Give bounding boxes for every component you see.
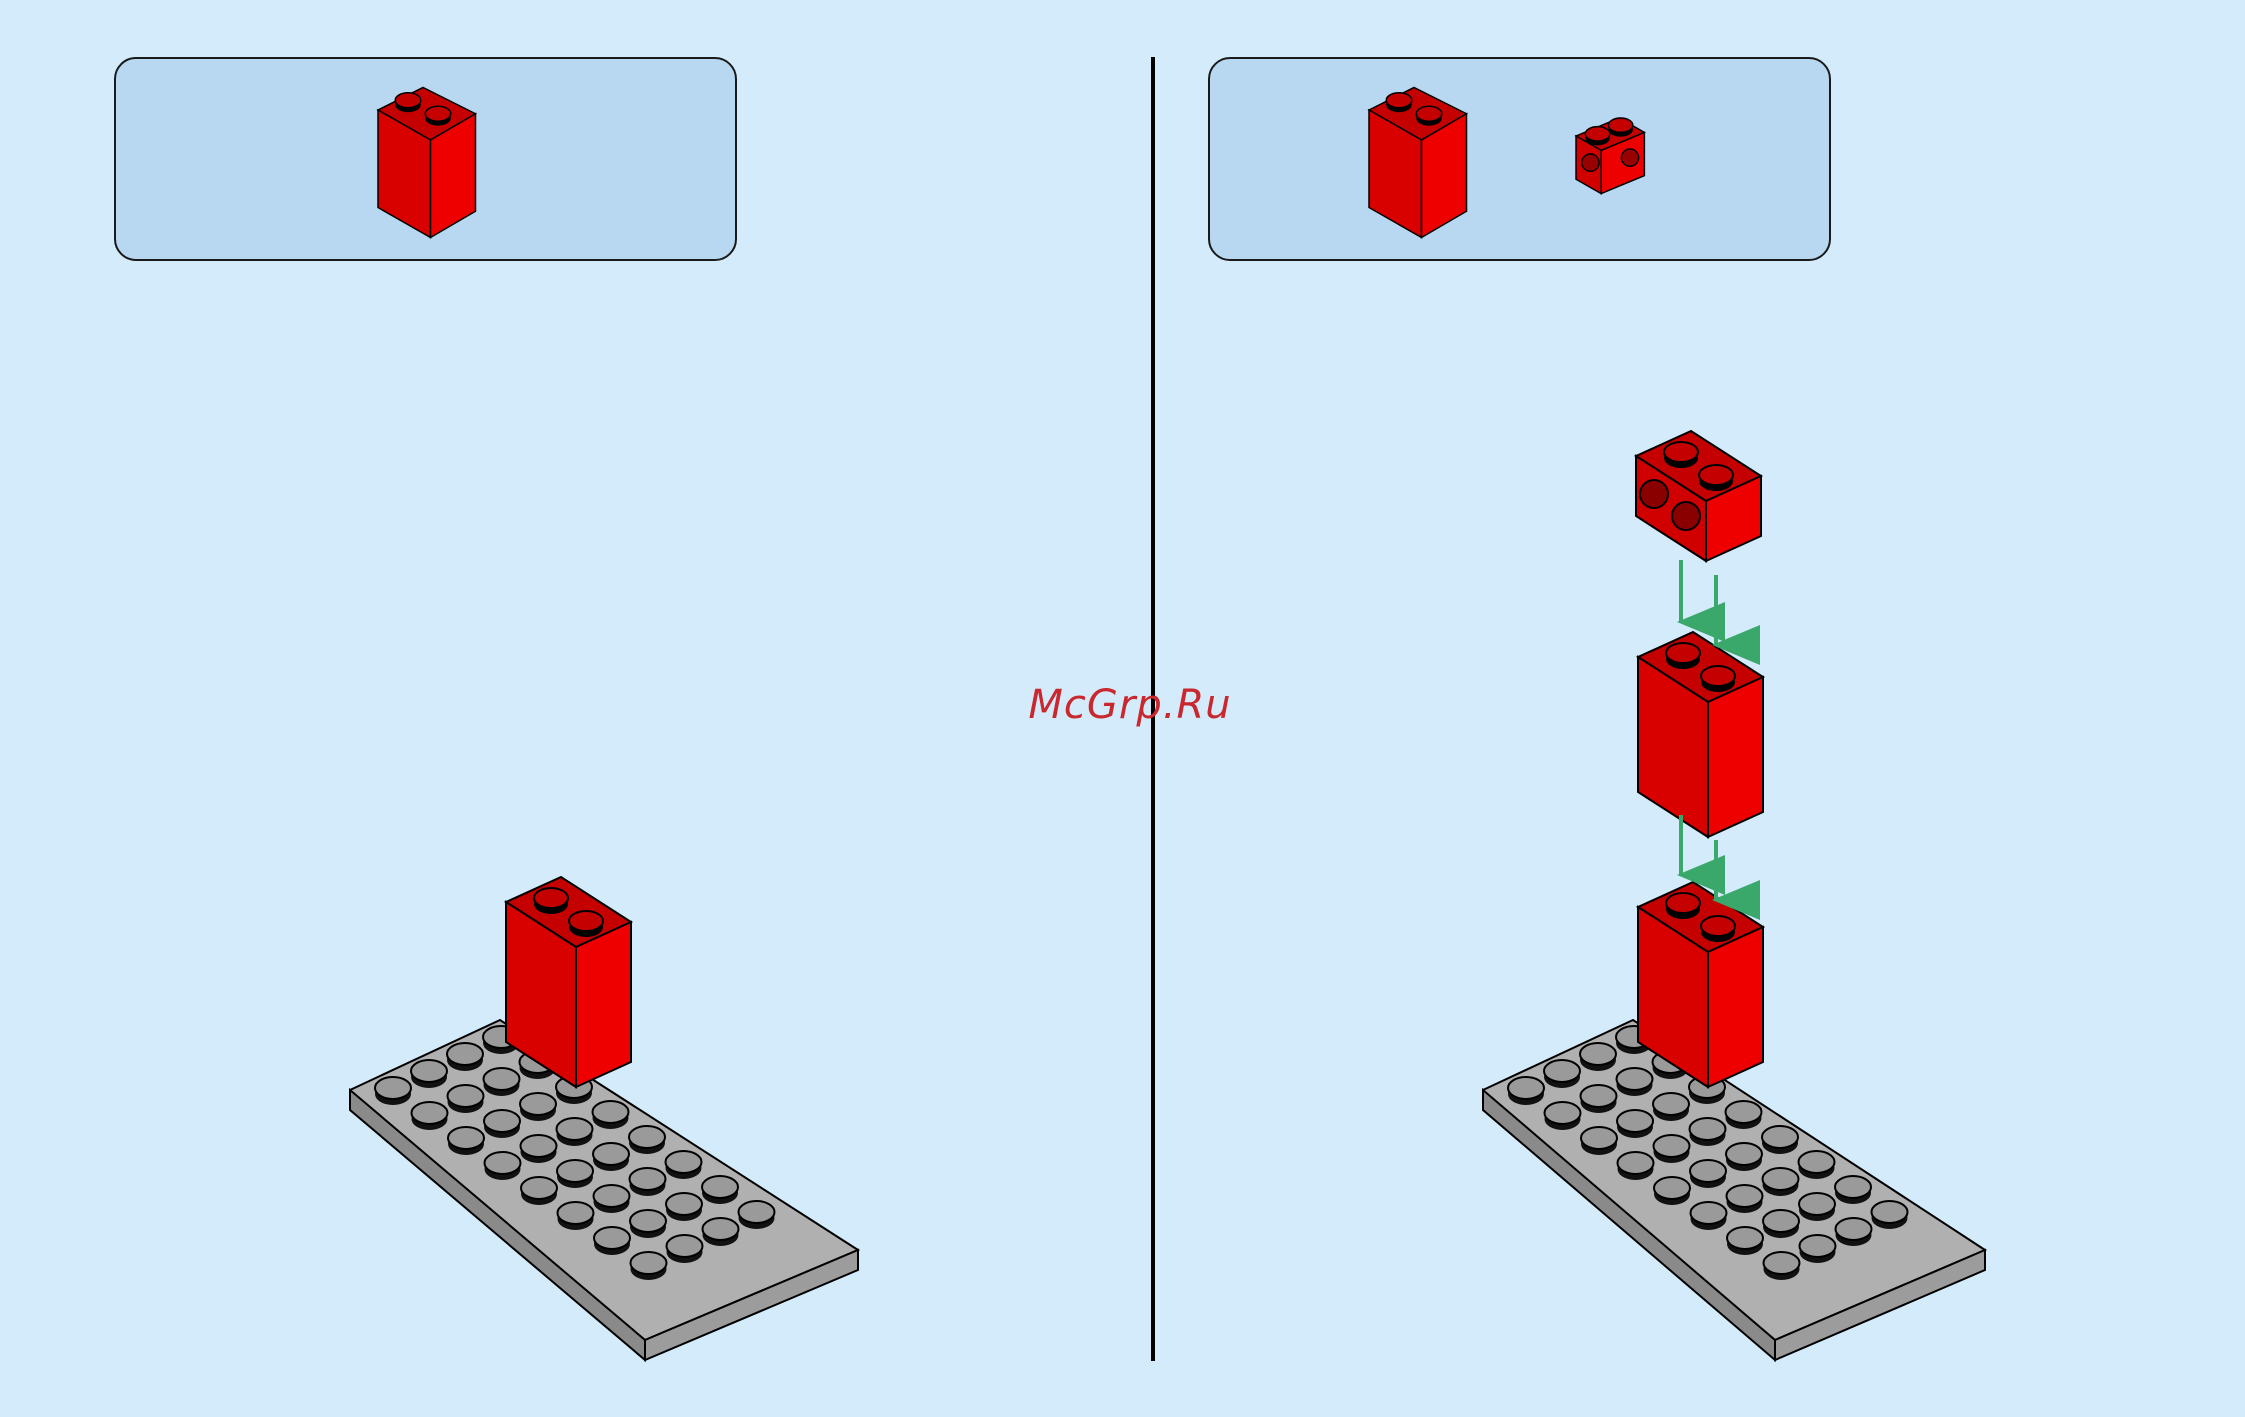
plate-stud <box>521 1177 557 1205</box>
plate-stud <box>1727 1185 1763 1213</box>
plate-stud <box>1654 1177 1690 1205</box>
plate-stud <box>557 1160 593 1188</box>
plate-stud <box>375 1077 411 1105</box>
plate-stud <box>484 1110 520 1138</box>
plate-stud <box>630 1168 666 1196</box>
plate-stud <box>1581 1085 1617 1113</box>
plate-stud <box>448 1127 484 1155</box>
plate-stud <box>594 1185 630 1213</box>
plate-stud <box>1835 1176 1871 1204</box>
plate-stud <box>558 1202 594 1230</box>
plate-stud <box>666 1151 702 1179</box>
plate-stud <box>485 1152 521 1180</box>
plate-stud <box>1763 1210 1799 1238</box>
plate-stud <box>1654 1135 1690 1163</box>
plate-stud <box>1800 1235 1836 1263</box>
plate-stud <box>703 1218 739 1246</box>
plate-stud <box>667 1235 703 1263</box>
plate-stud <box>1799 1193 1835 1221</box>
plate-stud <box>1872 1201 1908 1229</box>
plate-stud <box>1726 1143 1762 1171</box>
plate-stud <box>1690 1160 1726 1188</box>
watermark-text: McGrp.Ru <box>1000 682 1260 728</box>
plate-stud <box>1727 1227 1763 1255</box>
plate-stud <box>1545 1102 1581 1130</box>
plate-stud <box>593 1143 629 1171</box>
plate-stud <box>1762 1126 1798 1154</box>
plate-stud <box>1618 1152 1654 1180</box>
plate-stud <box>666 1193 702 1221</box>
plate-stud <box>702 1176 738 1204</box>
plate-stud <box>1799 1151 1835 1179</box>
plate-stud <box>1581 1127 1617 1155</box>
plate-stud <box>447 1043 483 1071</box>
plate-stud <box>1653 1093 1689 1121</box>
plate-stud <box>739 1201 775 1229</box>
part-brick-1x2-side-studs <box>1576 118 1644 194</box>
part-brick-1x2x2-right <box>1369 88 1467 238</box>
plate-stud <box>1763 1168 1799 1196</box>
right-brick-middle <box>1638 632 1763 837</box>
plate-stud <box>411 1060 447 1088</box>
plate-stud <box>630 1210 666 1238</box>
part-brick-1x2x2-left <box>378 88 476 238</box>
plate-stud <box>1726 1101 1762 1129</box>
plate-stud <box>557 1118 593 1146</box>
plate-stud <box>1764 1252 1800 1280</box>
plate-stud <box>484 1068 520 1096</box>
plate-stud <box>1508 1077 1544 1105</box>
right-brick-top-side-studs <box>1636 431 1761 561</box>
plate-stud <box>412 1102 448 1130</box>
plate-stud <box>629 1126 665 1154</box>
plate-stud <box>1836 1218 1872 1246</box>
plate-stud <box>1580 1043 1616 1071</box>
plate-stud <box>1617 1068 1653 1096</box>
plate-stud <box>1544 1060 1580 1088</box>
plate-stud <box>1691 1202 1727 1230</box>
plate-stud <box>594 1227 630 1255</box>
plate-stud <box>1617 1110 1653 1138</box>
plate-stud <box>593 1101 629 1129</box>
plate-stud <box>448 1085 484 1113</box>
plate-stud <box>631 1252 667 1280</box>
plate-stud <box>521 1135 557 1163</box>
plate-stud <box>1690 1118 1726 1146</box>
plate-stud <box>520 1093 556 1121</box>
